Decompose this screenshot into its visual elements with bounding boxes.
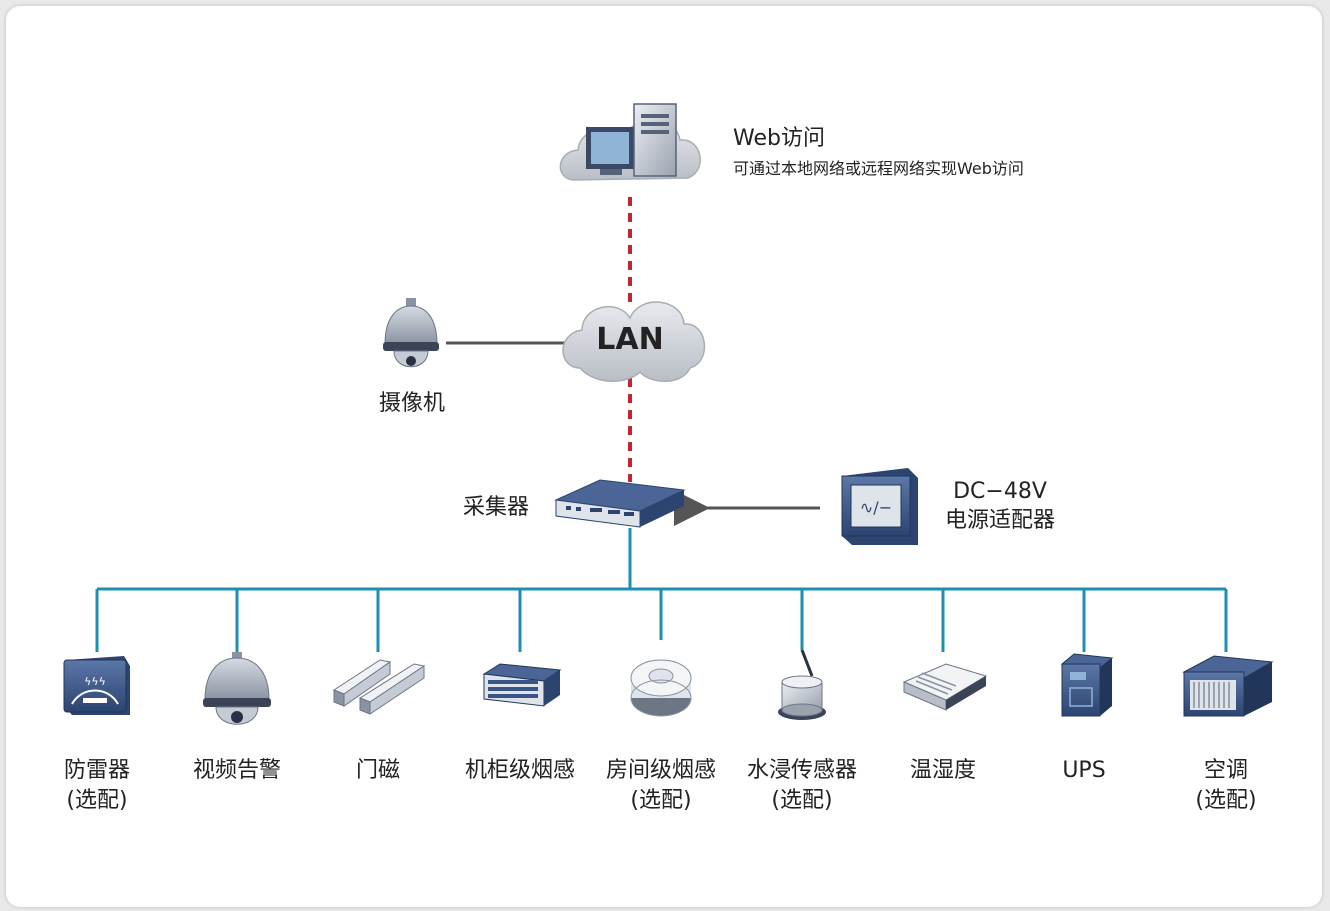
surge-protector-icon: ϟϟϟ xyxy=(63,656,130,715)
dome-camera-icon xyxy=(203,652,271,725)
device-note: (选配) xyxy=(1195,788,1257,813)
collector-label: 采集器 xyxy=(463,495,530,520)
power-label-line1: DC−48V xyxy=(953,479,1047,504)
device-name: 水浸传感器 xyxy=(746,758,857,783)
ups-icon xyxy=(1060,653,1114,717)
device-note: (选配) xyxy=(630,788,692,813)
svg-text:ϟϟϟ: ϟϟϟ xyxy=(84,675,106,688)
device-name: 房间级烟感 xyxy=(605,758,716,783)
device-label-surge-protector: 防雷器 (选配) xyxy=(22,756,172,816)
svg-text:∿/−: ∿/− xyxy=(860,498,892,517)
water-sensor-icon xyxy=(778,649,826,720)
device-name: 视频告警 xyxy=(192,758,281,783)
collector-icon xyxy=(554,479,686,528)
device-label-temp-humidity: 温湿度 xyxy=(868,756,1018,786)
lan-label: LAN xyxy=(596,322,664,357)
device-name: 机柜级烟感 xyxy=(464,758,575,783)
device-label-cabinet-smoke: 机柜级烟感 xyxy=(445,756,595,786)
cabinet-smoke-sensor-icon xyxy=(482,663,562,707)
workstation-icon xyxy=(586,103,677,177)
power-label-line2: 电源适配器 xyxy=(944,508,1055,533)
web-access-title: Web访问 xyxy=(733,126,825,151)
device-label-ups: UPS xyxy=(1009,756,1159,786)
camera-icon xyxy=(383,298,439,368)
device-label-door-sensor: 门磁 xyxy=(303,756,453,786)
device-name: 门磁 xyxy=(355,758,400,783)
device-note: (选配) xyxy=(771,788,833,813)
bus-drops xyxy=(95,589,1228,652)
web-access-subtitle: 可通过本地网络或远程网络实现Web访问 xyxy=(733,159,1024,178)
device-label-room-smoke: 房间级烟感 (选配) xyxy=(586,756,736,816)
device-label-water-sensor: 水浸传感器 (选配) xyxy=(727,756,877,816)
room-smoke-sensor-icon xyxy=(630,659,692,717)
door-sensor-icon xyxy=(332,659,426,715)
air-conditioner-icon xyxy=(1182,655,1274,717)
device-label-air-conditioner: 空调 (选配) xyxy=(1151,756,1301,816)
device-name: 防雷器 xyxy=(63,758,130,783)
temp-humidity-sensor-icon xyxy=(902,663,988,711)
device-name: 空调 xyxy=(1203,758,1248,783)
device-name: 温湿度 xyxy=(909,758,976,783)
device-name: UPS xyxy=(1062,758,1106,783)
device-note: (选配) xyxy=(66,788,128,813)
device-label-video-alarm: 视频告警 xyxy=(162,756,312,786)
lan-cloud-icon xyxy=(562,301,706,382)
power-adapter-icon: ∿/− xyxy=(841,468,918,545)
camera-label: 摄像机 xyxy=(378,391,445,416)
